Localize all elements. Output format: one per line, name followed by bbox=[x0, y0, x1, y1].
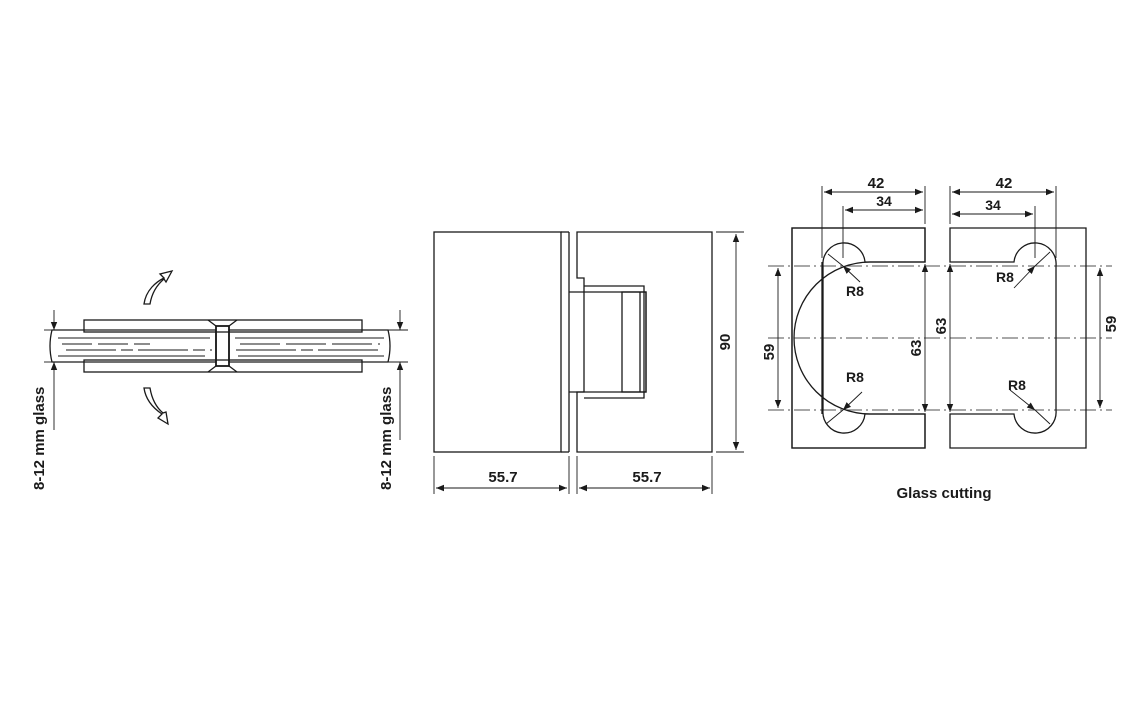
left-cut-inner-height: 59 bbox=[761, 344, 778, 361]
left-cut-width-inner: 34 bbox=[876, 193, 892, 209]
hinge-plate-left bbox=[433, 231, 562, 453]
rotate-arrow-down-icon bbox=[143, 387, 169, 426]
rotate-arrow-up-icon bbox=[143, 270, 174, 305]
glass-hatching bbox=[58, 337, 384, 357]
width-dimension-left: 55.7 bbox=[488, 469, 517, 486]
glass-piece-left bbox=[791, 227, 926, 449]
right-cut-width-outer: 42 bbox=[996, 175, 1013, 192]
top-view: 8-12 mm glass 8-12 mm glass bbox=[31, 270, 408, 490]
glass-piece-right bbox=[949, 227, 1087, 449]
glass-pane-right bbox=[228, 329, 391, 363]
top-plate-lower bbox=[83, 359, 363, 373]
left-cut-outer-height: 63 bbox=[908, 340, 925, 357]
height-dimension: 90 bbox=[717, 334, 734, 351]
glass-thickness-label-right: 8-12 mm glass bbox=[378, 387, 395, 490]
glass-thickness-label-left: 8-12 mm glass bbox=[31, 387, 48, 490]
hinge-body bbox=[569, 291, 647, 393]
hinge-knuckle bbox=[215, 325, 230, 367]
right-cut-width-inner: 34 bbox=[985, 197, 1001, 213]
left-cut-width-outer: 42 bbox=[868, 175, 885, 192]
right-cut-outer-height: 63 bbox=[933, 318, 950, 335]
right-cut-inner-height: 59 bbox=[1103, 316, 1120, 333]
glass-cutting-view: 42 34 42 34 R8 R8 R8 R8 59 63 63 59 bbox=[761, 175, 1120, 502]
top-plate-upper bbox=[83, 319, 363, 333]
front-view: 55.7 55.7 90 bbox=[433, 231, 744, 494]
glass-pane-left bbox=[49, 329, 217, 363]
width-dimension-right: 55.7 bbox=[632, 469, 661, 486]
glass-cutting-caption: Glass cutting bbox=[896, 485, 991, 502]
glass-piece-left-outline bbox=[791, 227, 926, 449]
right-radius-top: R8 bbox=[996, 269, 1014, 285]
left-radius-top: R8 bbox=[846, 283, 864, 299]
left-radius-bottom: R8 bbox=[846, 369, 864, 385]
right-radius-bottom: R8 bbox=[1008, 377, 1026, 393]
